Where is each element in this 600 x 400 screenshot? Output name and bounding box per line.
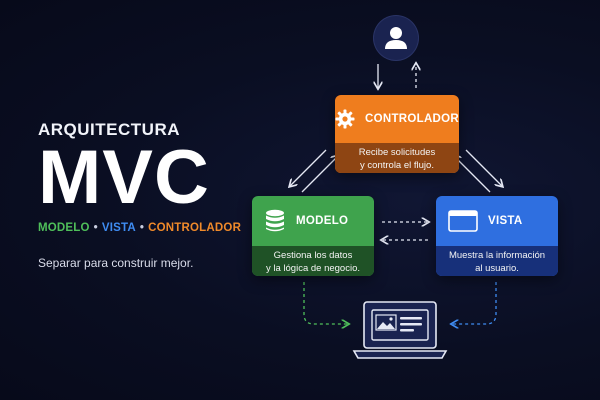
modelo-card: MODELO Gestiona los datos y la lógica de… [252, 196, 374, 276]
user-icon [385, 27, 407, 49]
modelo-description-line: y la lógica de negocio. [265, 263, 360, 274]
controller-description-line: y controla el flujo. [360, 160, 434, 171]
main-title: MVC [38, 135, 210, 220]
user-node [374, 16, 418, 60]
tagline-modelo: MODELO [38, 222, 90, 234]
arrow-modelo-to-controller [301, 156, 338, 193]
controller-description: Recibe solicitudes y controla el flujo. [335, 143, 459, 173]
title-block: ARQUITECTURA MVC MODELO•VISTA•CONTROLADO… [38, 120, 268, 270]
arrow-vista-to-laptop [452, 282, 497, 324]
arrow-vista-to-controller [454, 156, 491, 193]
controller-description-line: Recibe solicitudes [358, 147, 436, 158]
modelo-label: MODELO [296, 215, 349, 227]
eyebrow-text: ARQUITECTURA [38, 120, 180, 139]
arrow-modelo-to-laptop [303, 282, 348, 324]
vista-description-line: Muestra la información [448, 250, 546, 261]
modelo-description-line: Gestiona los datos [273, 250, 353, 261]
modelo-description: Gestiona los datos y la lógica de negoci… [252, 246, 374, 276]
laptop-node [352, 298, 448, 362]
subtitle: Separar para construir mejor. [38, 256, 194, 270]
gear-icon [335, 109, 355, 129]
arrow-controller-to-vista [465, 149, 502, 186]
database-icon [266, 209, 284, 232]
window-icon [448, 210, 478, 232]
tagline-separator: • [139, 222, 145, 234]
controller-label: CONTROLADOR [364, 113, 459, 125]
vista-description-line: al usuario. [475, 263, 519, 274]
tagline-separator: • [93, 222, 98, 234]
tagline: MODELO•VISTA•CONTROLADOR [38, 222, 268, 234]
vista-description: Muestra la información al usuario. [436, 246, 558, 276]
tagline-controlador: CONTROLADOR [148, 222, 242, 234]
arrow-controller-to-modelo [290, 149, 327, 186]
vista-label: VISTA [488, 215, 523, 227]
tagline-vista: VISTA [101, 222, 136, 234]
vista-card-header: VISTA [436, 196, 558, 246]
controller-card: CONTROLADOR Recibe solicitudes y control… [335, 95, 459, 173]
laptop-icon [352, 301, 448, 359]
modelo-card-header: MODELO [252, 196, 374, 246]
controller-card-header: CONTROLADOR [335, 95, 459, 143]
vista-card: VISTA Muestra la información al usuario. [436, 196, 558, 276]
